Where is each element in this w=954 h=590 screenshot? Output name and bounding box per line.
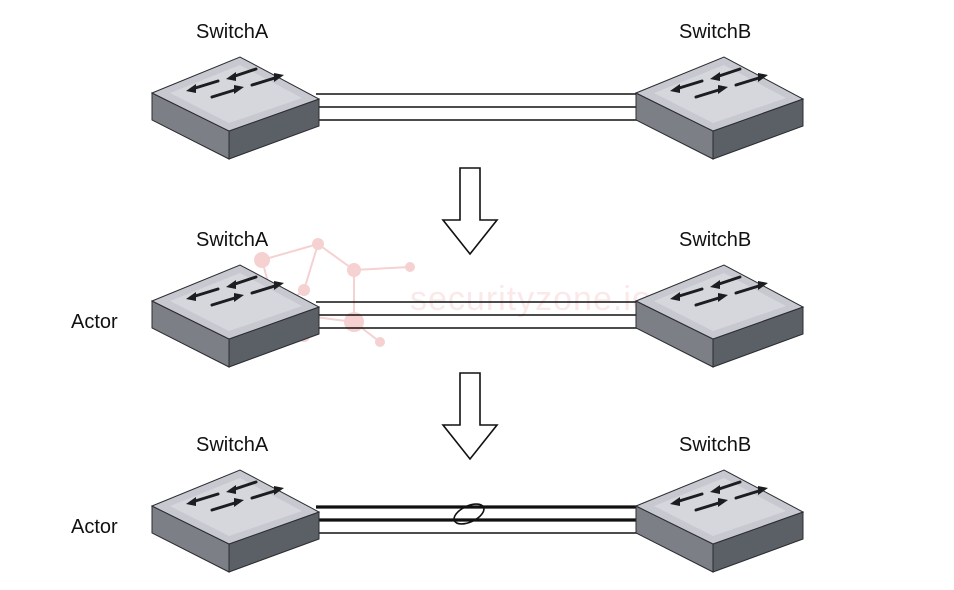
bundle-marker-ellipse — [453, 503, 485, 525]
row1-switch-b-label: SwitchB — [679, 21, 752, 43]
row1-links — [316, 93, 638, 122]
row2-links — [316, 301, 638, 329]
row1-switch-a-label: SwitchA — [196, 21, 269, 43]
down-arrow-icon — [442, 167, 498, 255]
row3-switch-a-icon — [150, 468, 321, 574]
watermark-text: securityzone.io — [410, 280, 652, 318]
down-arrow-icon — [442, 372, 498, 460]
row3-links — [316, 503, 638, 534]
row2-switch-a-label: SwitchA — [196, 229, 269, 251]
row1-switch-b-icon — [634, 55, 805, 161]
row2-switch-b-icon — [634, 263, 805, 369]
row3-switch-b-icon — [634, 468, 805, 574]
row3-switch-b-label: SwitchB — [679, 434, 752, 456]
row3-actor-label: Actor — [71, 516, 118, 538]
row2-switch-b-label: SwitchB — [679, 229, 752, 251]
row2-actor-label: Actor — [71, 311, 118, 333]
row3-switch-a-label: SwitchA — [196, 434, 269, 456]
row1-switch-a-icon — [150, 55, 321, 161]
row2-switch-a-icon — [150, 263, 321, 369]
